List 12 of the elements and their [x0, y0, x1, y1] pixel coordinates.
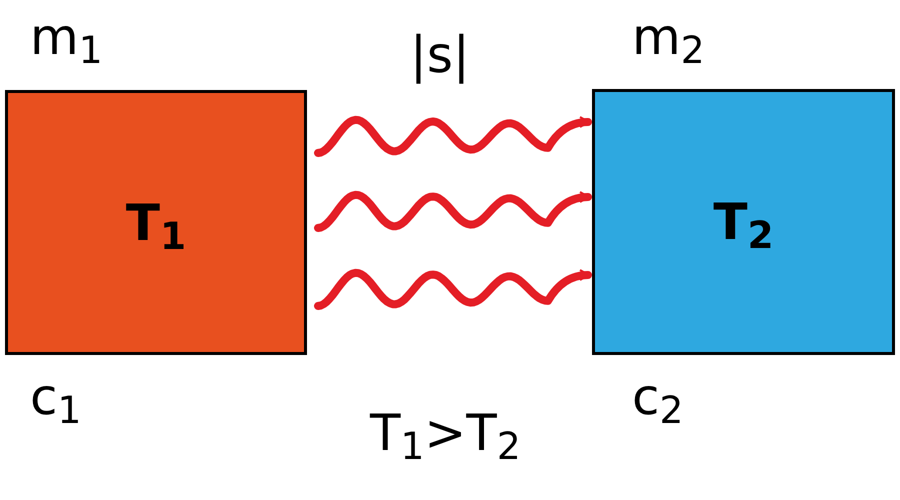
heat-capacity-label: c$_{2}$	[632, 372, 684, 422]
mass-label: m$_{2}$	[632, 12, 705, 62]
wavy-arrow	[314, 190, 592, 232]
wavy-arrow	[314, 268, 592, 310]
body-box	[5, 90, 307, 355]
temperature-label: T$_{1}$	[126, 198, 186, 248]
wavy-arrow	[314, 116, 592, 157]
temperature-label: T$_{2}$	[713, 197, 774, 247]
heat-capacity-label: c$_{1}$	[30, 372, 82, 422]
inequality-label: T$_{1}$>T$_{2}$	[370, 408, 521, 458]
mass-label: m$_{1}$	[30, 12, 103, 62]
body-box	[592, 89, 895, 355]
